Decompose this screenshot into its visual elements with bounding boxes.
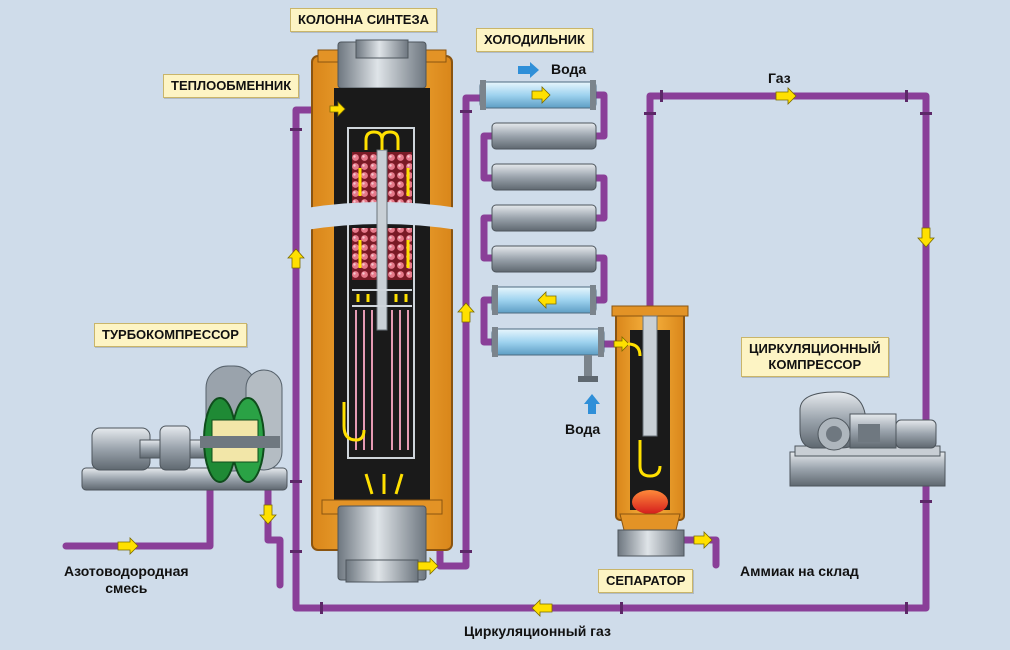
arrow-recycle <box>531 599 553 617</box>
separator-bottom-cone <box>619 513 681 531</box>
cooler-tube-5 <box>491 245 597 273</box>
column-top-neck <box>355 39 409 59</box>
arrow-gas <box>775 87 797 105</box>
ammonia-liquid <box>632 490 668 514</box>
feed-pipe <box>62 474 214 550</box>
arrow-exchanger <box>356 294 408 302</box>
separator-top <box>611 305 689 317</box>
recycle-gas-pipe <box>292 474 930 612</box>
ammonia-label: Аммиак на склад <box>740 563 859 579</box>
arrow-separator-loop <box>638 440 662 478</box>
flow-arrows <box>117 86 935 617</box>
arrow-column-top-loop <box>364 130 400 150</box>
arrow-cooler-in <box>531 86 551 104</box>
circulation-compressor-label-line2: КОМПРЕССОР <box>768 357 862 372</box>
separator-label: СЕПАРАТОР <box>598 569 694 593</box>
arrow-riser-2 <box>457 302 475 323</box>
cooler-bends-left <box>480 132 496 346</box>
cooler <box>479 80 605 382</box>
arrow-gas-down <box>917 227 935 248</box>
arrow-riser-1 <box>287 248 305 269</box>
circ-base <box>789 451 946 487</box>
cooler-tube-2 <box>491 122 597 150</box>
heat-exchanger-label: ТЕПЛООБМЕННИК <box>163 74 300 98</box>
column-internal-arrows <box>342 130 662 495</box>
turbocompressor <box>81 365 288 491</box>
column-outlet-pipe <box>436 94 484 570</box>
cooler-tube-4 <box>491 204 597 232</box>
arrow-cooler-out <box>613 336 630 352</box>
circulation-compressor-label-line1: ЦИРКУЛЯЦИОННЫЙ <box>749 341 881 356</box>
arrow-column-top <box>329 101 346 117</box>
arrow-column-out <box>417 557 439 575</box>
circ-impeller-hub <box>826 426 842 442</box>
recycle-gas-label: Циркуляционный газ <box>464 623 611 639</box>
arrow-separator-in <box>627 342 642 357</box>
arrow-feed <box>117 537 139 555</box>
circ-motor <box>895 419 937 449</box>
separator-bottom-cap <box>617 529 685 557</box>
water-in-arrow <box>584 394 600 414</box>
circulation-compressor <box>789 391 946 487</box>
water-arrows <box>518 62 600 414</box>
arrow-ammonia <box>693 531 713 549</box>
circ-housing-block <box>858 424 880 442</box>
cooler-flanges <box>480 80 604 357</box>
synthesis-column-label: КОЛОННА СИНТЕЗА <box>290 8 437 32</box>
water-out-arrow <box>518 62 539 78</box>
arrow-bottom-out <box>364 473 404 495</box>
cooler-water-inlet <box>584 355 592 377</box>
separator <box>611 305 689 557</box>
gas-label: Газ <box>768 70 791 86</box>
water-in-label: Вода <box>565 421 601 437</box>
turbo-shaft-front <box>200 436 280 448</box>
arrow-cat-1 <box>358 168 410 196</box>
cooler-tube-7 <box>491 328 605 356</box>
turbo-coupling <box>159 425 191 471</box>
heat-exchanger-tubes <box>352 289 412 450</box>
arrow-turbo-down <box>259 504 277 525</box>
cooler-bends-right <box>592 91 608 304</box>
circulation-compressor-label: ЦИРКУЛЯЦИОННЫЙ КОМПРЕССОР <box>741 337 889 377</box>
column-inner-frame <box>347 127 415 459</box>
arrow-cat-2 <box>358 240 410 268</box>
feed-mixture-label-line1: Азотоводородная <box>64 563 189 579</box>
center-tube <box>376 149 388 331</box>
feed-mixture-label: Азотоводородная смесь <box>64 563 189 597</box>
turbo-outlet-pipe <box>264 474 284 589</box>
pipe-flanges <box>290 90 932 614</box>
synthesis-column <box>306 39 458 583</box>
feed-mixture-label-line2: смесь <box>105 580 148 596</box>
column-bottom-nozzle <box>345 559 419 583</box>
turbocompressor-label: ТУРБОКОМПРЕССОР <box>94 323 247 347</box>
arrow-bottom-loop <box>342 402 366 442</box>
separator-inner-tube <box>642 315 658 437</box>
cooler-tube-3 <box>491 163 597 191</box>
arrow-cooler-water <box>537 291 557 309</box>
cooler-label: ХОЛОДИЛЬНИК <box>476 28 593 52</box>
cooler-water-inlet-cap <box>578 376 598 382</box>
water-out-label: Вода <box>551 61 587 77</box>
